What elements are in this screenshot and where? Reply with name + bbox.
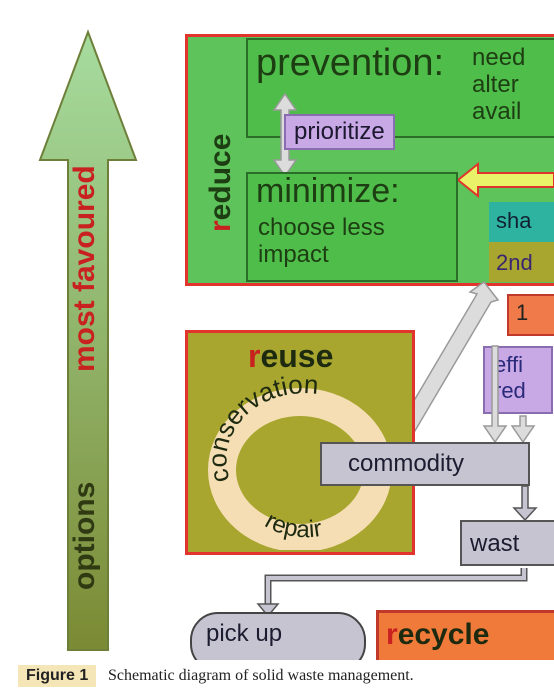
reduce-label: reduce — [204, 134, 238, 232]
waste-connectors — [256, 485, 538, 618]
recycle-heading-rest: ecycle — [397, 618, 490, 651]
minimize-label: minimize: — [256, 172, 400, 210]
commodity-label: commodity — [348, 450, 465, 477]
commodity-box — [320, 442, 530, 486]
recycle-heading-initial: r — [386, 618, 398, 651]
caption-text: Schematic diagram of solid waste managem… — [108, 667, 414, 684]
caption-label: Figure 1 — [18, 665, 97, 687]
prevention-side-line: need — [472, 44, 526, 71]
first-text: 1 — [516, 300, 529, 325]
reuse-heading-rest: euse — [260, 338, 334, 374]
sharing-text: sha — [496, 208, 532, 233]
reuse-heading: reuse — [248, 338, 333, 375]
minimize-text: choose less impact — [258, 214, 385, 268]
sharing-panel — [489, 202, 554, 242]
prevention-side-line: alter — [472, 71, 519, 98]
efficiency-line: red — [494, 378, 526, 403]
second-text: 2nd — [496, 250, 533, 275]
prevention-side-line: avail — [472, 98, 522, 125]
prevention-side-text: need alter avail — [472, 44, 525, 125]
prevention-label: prevention: — [256, 42, 445, 84]
minimize-line: choose less — [258, 214, 385, 241]
pickup-label: pick up — [206, 620, 283, 647]
second-panel — [489, 242, 554, 282]
upward-arrows — [390, 280, 536, 448]
waste-box — [460, 520, 554, 566]
favoured-arrow — [38, 29, 138, 651]
minimize-panel — [246, 172, 458, 282]
first-panel — [507, 294, 554, 336]
waste-label: wast — [470, 530, 520, 557]
recycle-heading: recycle — [386, 618, 489, 652]
reduce-label-rest: educe — [204, 133, 237, 221]
prioritize-box: prioritize — [284, 114, 395, 150]
left-arrow-into-minimize — [458, 161, 554, 199]
arrow-shape — [38, 29, 138, 651]
minimize-line: impact — [258, 241, 329, 268]
reuse-heading-initial: r — [248, 338, 261, 374]
efficiency-line: effi — [494, 352, 523, 377]
most-favoured-label: most favoured — [68, 165, 101, 372]
reduce-label-initial: r — [204, 220, 237, 232]
options-label: options — [68, 481, 101, 590]
efficiency-text: effi red — [494, 352, 526, 404]
